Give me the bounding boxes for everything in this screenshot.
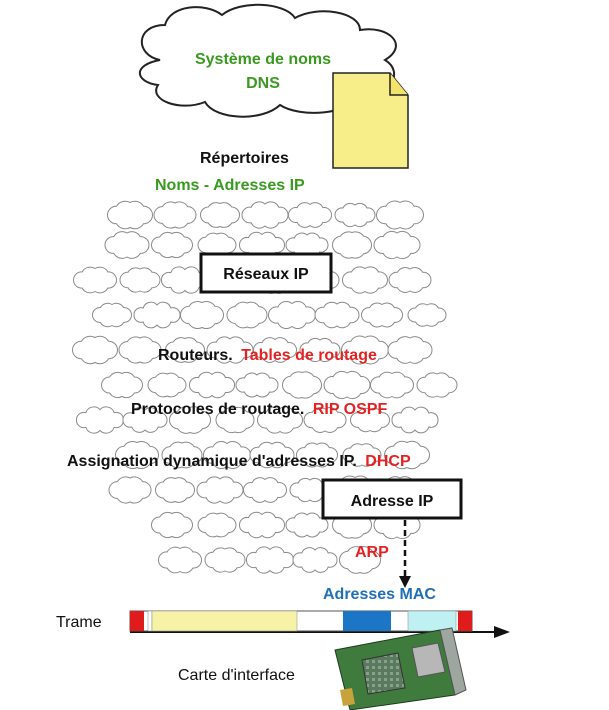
small-cloud bbox=[334, 202, 376, 228]
small-cloud bbox=[114, 440, 160, 470]
arp-label: ARP bbox=[355, 544, 389, 561]
small-cloud bbox=[238, 511, 286, 539]
small-cloud bbox=[369, 371, 415, 399]
small-cloud bbox=[235, 372, 279, 398]
small-cloud bbox=[153, 201, 197, 229]
small-cloud bbox=[147, 372, 187, 398]
small-cloud bbox=[249, 441, 295, 469]
small-cloud bbox=[341, 266, 389, 294]
frame-bar bbox=[129, 610, 510, 638]
carte-interface-label: Carte d'interface bbox=[178, 667, 295, 684]
small-cloud bbox=[119, 267, 161, 293]
arp-dashed-arrow bbox=[399, 520, 411, 588]
small-cloud bbox=[338, 546, 382, 574]
small-cloud bbox=[197, 512, 237, 538]
small-cloud bbox=[242, 477, 288, 503]
small-cloud bbox=[75, 406, 125, 434]
dns-title-line1: Système de noms bbox=[195, 51, 331, 68]
small-cloud bbox=[196, 476, 244, 504]
adresses-mac-label: Adresses MAC bbox=[323, 586, 436, 603]
small-cloud bbox=[267, 301, 317, 329]
small-cloud bbox=[303, 407, 347, 433]
small-cloud bbox=[387, 336, 433, 364]
small-cloud bbox=[407, 303, 447, 327]
small-cloud bbox=[285, 512, 329, 538]
small-cloud bbox=[215, 406, 255, 434]
tables-routage-label: Tables de routage bbox=[241, 347, 377, 364]
small-cloud bbox=[199, 202, 241, 228]
network-cloud-field bbox=[71, 200, 458, 574]
small-cloud bbox=[188, 371, 236, 399]
routeurs-line: Routeurs. Tables de routage bbox=[158, 347, 377, 364]
small-cloud bbox=[388, 267, 432, 293]
rip-ospf-label: RIP OSPF bbox=[313, 401, 388, 418]
repertoires-title: Répertoires bbox=[200, 150, 289, 167]
dhcp-label: DHCP bbox=[365, 453, 411, 470]
small-cloud bbox=[122, 407, 168, 433]
repertoires-subtitle: Noms - Adresses IP bbox=[155, 177, 305, 194]
small-cloud bbox=[104, 231, 150, 259]
small-cloud bbox=[245, 546, 295, 574]
small-cloud bbox=[292, 547, 338, 573]
dns-cloud bbox=[139, 3, 397, 118]
protocoles-line: Protocoles de routage. RIP OSPF bbox=[131, 401, 387, 418]
dns-title-line2: DNS bbox=[246, 75, 280, 92]
adresse-ip-label: Adresse IP bbox=[351, 493, 434, 510]
small-cloud bbox=[154, 477, 196, 503]
small-cloud bbox=[100, 371, 144, 399]
small-cloud bbox=[391, 406, 439, 434]
small-cloud bbox=[373, 230, 421, 260]
small-cloud bbox=[108, 476, 152, 504]
small-cloud bbox=[323, 370, 371, 400]
small-cloud bbox=[164, 337, 206, 363]
small-cloud bbox=[91, 302, 133, 328]
assignation-label: Assignation dynamique d'adresses IP. bbox=[67, 453, 357, 470]
assignation-line: Assignation dynamique d'adresses IP. DHC… bbox=[67, 453, 411, 470]
small-cloud bbox=[349, 407, 391, 433]
protocoles-label: Protocoles de routage. bbox=[131, 401, 304, 418]
small-cloud bbox=[179, 300, 225, 330]
small-cloud bbox=[106, 200, 154, 230]
small-cloud bbox=[281, 371, 323, 399]
reseaux-ip-box bbox=[199, 252, 333, 294]
small-cloud bbox=[331, 231, 373, 259]
small-cloud bbox=[360, 302, 404, 328]
reseaux-ip-label: Réseaux IP bbox=[223, 266, 309, 283]
small-cloud bbox=[133, 301, 181, 329]
routeurs-label: Routeurs. bbox=[158, 347, 233, 364]
small-cloud bbox=[287, 202, 333, 228]
small-cloud bbox=[161, 441, 203, 469]
small-cloud bbox=[226, 301, 268, 329]
small-cloud bbox=[252, 337, 298, 363]
trame-label: Trame bbox=[56, 614, 102, 631]
document-icon bbox=[332, 72, 409, 169]
small-cloud bbox=[314, 301, 360, 329]
small-cloud bbox=[295, 442, 339, 468]
small-cloud bbox=[72, 266, 118, 294]
small-cloud bbox=[157, 546, 203, 574]
small-cloud bbox=[204, 547, 246, 573]
small-cloud bbox=[342, 443, 382, 467]
small-cloud bbox=[150, 511, 194, 539]
small-cloud bbox=[383, 440, 431, 470]
small-cloud bbox=[256, 406, 304, 434]
small-cloud bbox=[299, 337, 341, 363]
small-cloud bbox=[150, 231, 194, 259]
adresse-ip-box bbox=[321, 478, 463, 520]
small-cloud bbox=[416, 372, 458, 398]
small-cloud bbox=[241, 201, 289, 229]
small-cloud bbox=[168, 406, 212, 434]
network-card-icon bbox=[334, 627, 467, 710]
small-cloud bbox=[118, 336, 162, 364]
small-cloud bbox=[71, 335, 119, 365]
small-cloud bbox=[375, 200, 425, 230]
